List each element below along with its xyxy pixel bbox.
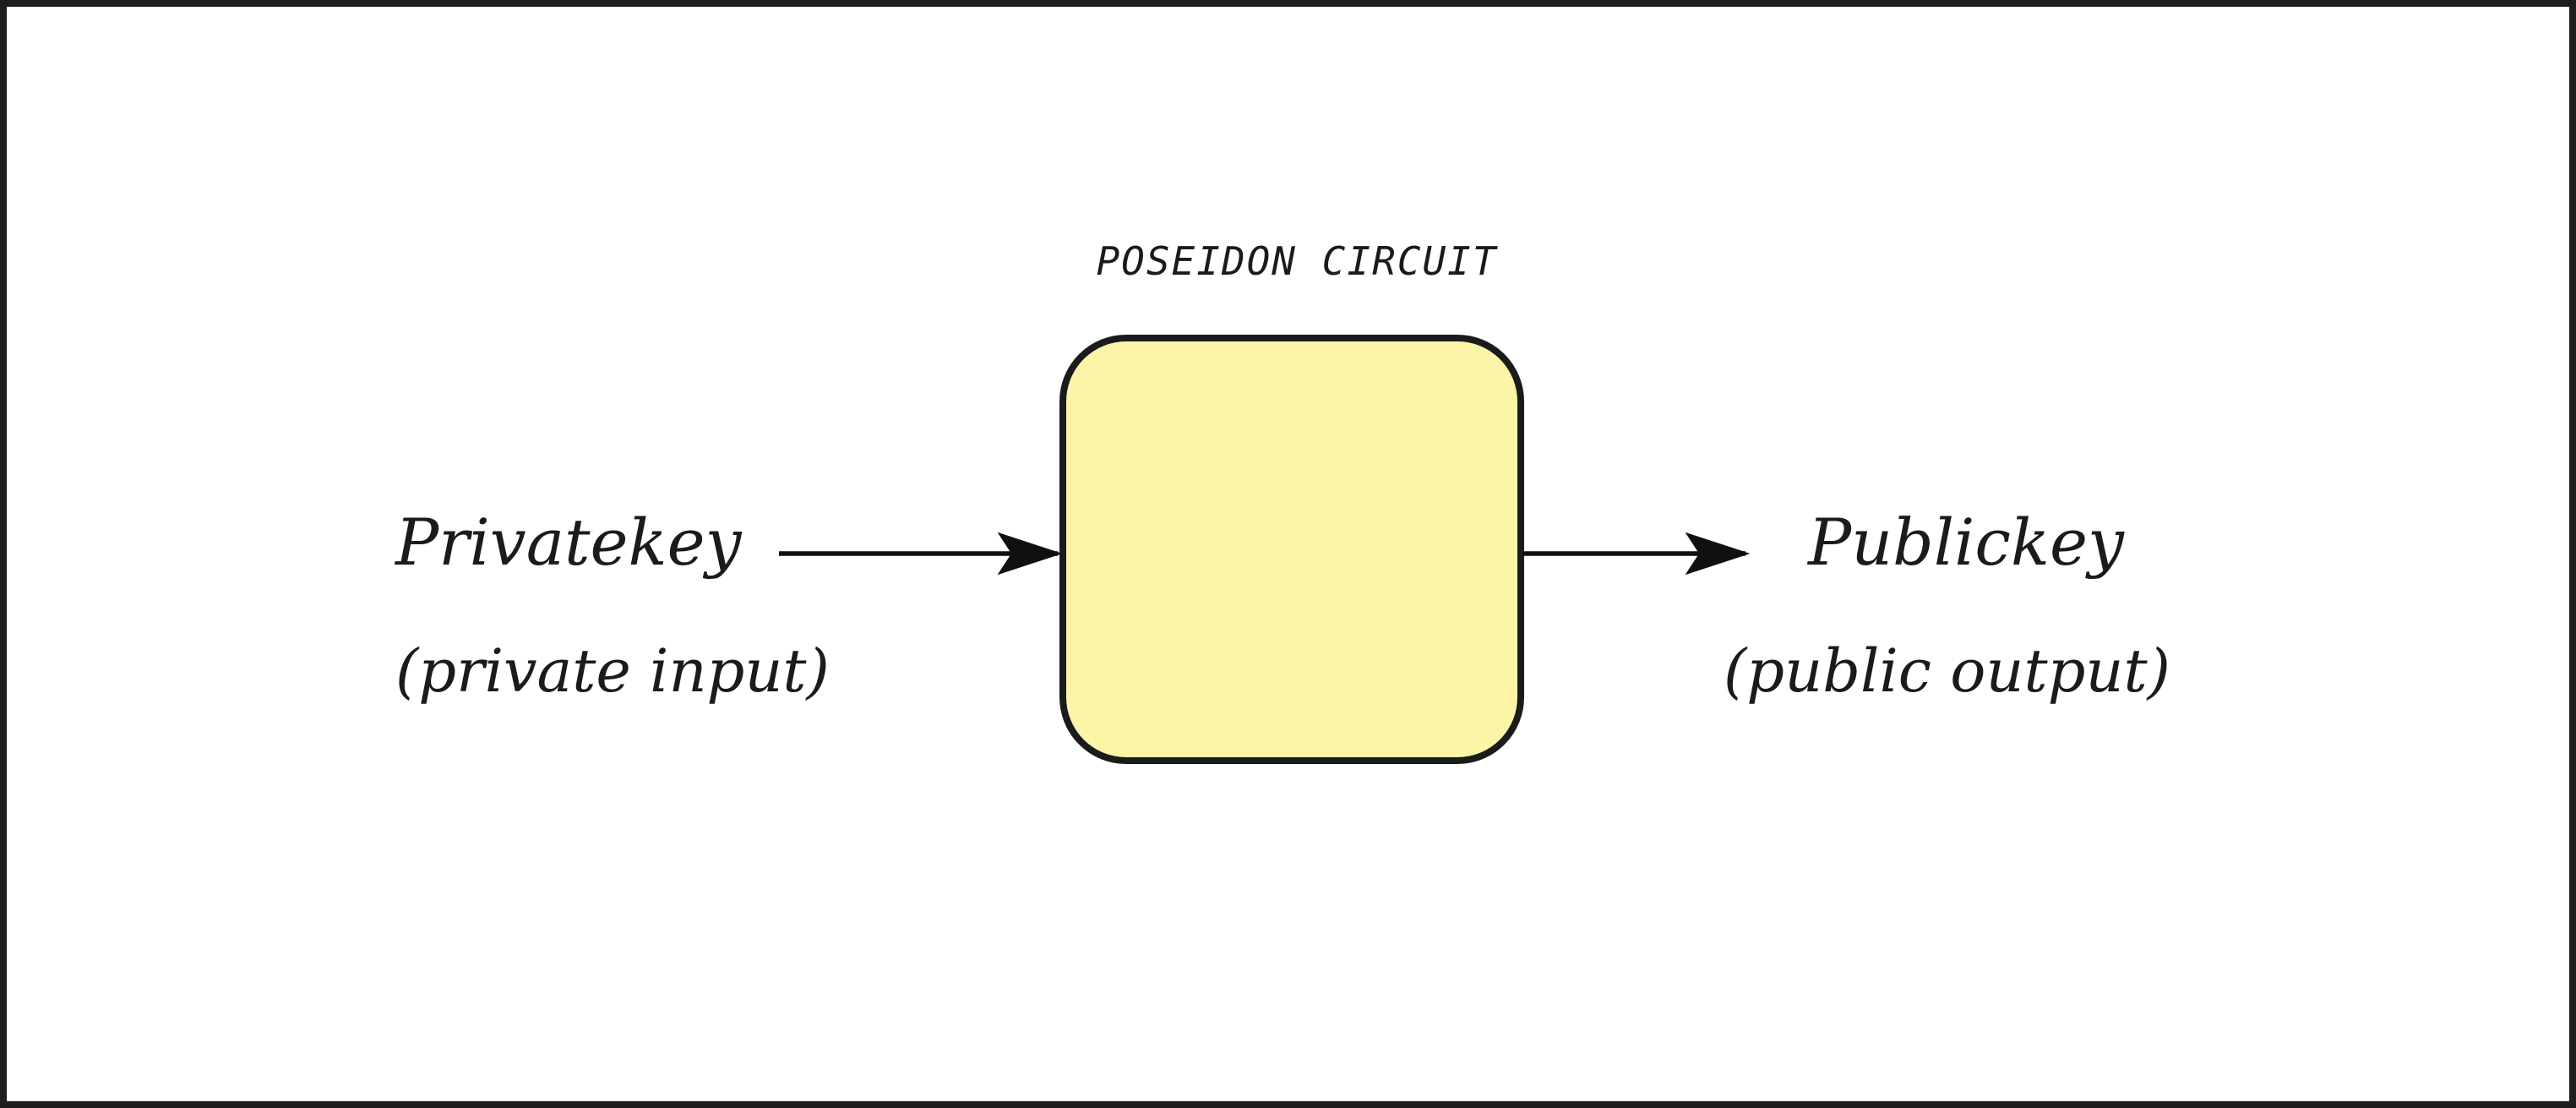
private-key-label-line1: Privatekey [394,505,743,580]
circuit-title: POSEIDON CIRCUIT [1096,238,1497,284]
public-key-label-line2: (public output) [1724,636,2170,706]
public-key-label-line1: Publickey [1806,505,2125,580]
poseidon-circuit-box[interactable] [1059,335,1524,764]
private-key-label-line2: (private input) [395,636,830,706]
